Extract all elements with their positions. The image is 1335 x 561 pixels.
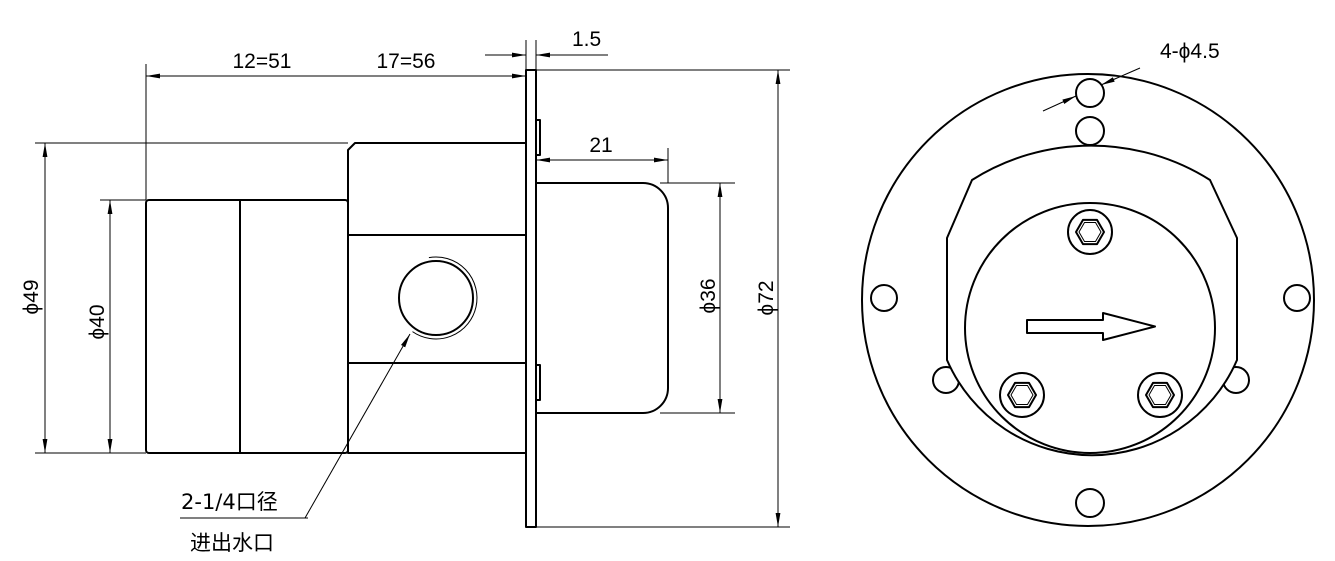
mount-hole-leader-upper bbox=[1100, 67, 1141, 86]
front-length-label: 21 bbox=[589, 134, 612, 157]
port-size-label: 2-1/4口径 bbox=[181, 490, 278, 514]
mount-holes-label: 4-ϕ4.5 bbox=[1160, 40, 1220, 63]
length-a-label: 12=51 bbox=[233, 50, 292, 73]
flange-boss-lower bbox=[535, 364, 541, 401]
dia-rear-label: ϕ40 bbox=[86, 304, 109, 339]
port-circle bbox=[398, 260, 474, 336]
mount-hole-right bbox=[1283, 284, 1311, 312]
front-body bbox=[536, 182, 669, 414]
front-view: 4-ϕ4.5 bbox=[861, 40, 1315, 527]
flange-outline bbox=[861, 73, 1315, 527]
rear-body bbox=[145, 199, 349, 454]
port-name-label: 进出水口 bbox=[190, 531, 274, 555]
pump-body bbox=[347, 142, 527, 454]
dia-flange-label: ϕ72 bbox=[755, 280, 778, 315]
port-leader-line bbox=[304, 333, 411, 519]
flange-plate bbox=[525, 69, 537, 528]
hex-bolt-top bbox=[1067, 209, 1113, 255]
hex-bolt-lower-right bbox=[1137, 372, 1183, 418]
flow-direction-arrow-icon bbox=[1026, 312, 1156, 341]
hex-bolt-lower-left bbox=[999, 372, 1045, 418]
flange-boss-upper bbox=[535, 119, 541, 156]
mount-hole-top bbox=[1075, 78, 1105, 108]
dia-body-label: ϕ49 bbox=[20, 279, 43, 314]
hole-top-inner bbox=[1075, 116, 1105, 146]
mount-hole-leader-lower bbox=[1042, 95, 1077, 112]
length-b-label: 17=56 bbox=[377, 50, 436, 73]
pump-cover-circle bbox=[964, 202, 1216, 454]
mount-hole-left bbox=[870, 284, 898, 312]
side-view: 12=51 17=56 1.5 21 ϕ49 ϕ40 ϕ36 ϕ72 2-1/4… bbox=[20, 28, 790, 555]
dia-front-label: ϕ36 bbox=[697, 278, 720, 313]
flange-thickness-label: 1.5 bbox=[572, 28, 601, 51]
mount-hole-bottom bbox=[1075, 488, 1105, 518]
pump-housing-outline bbox=[946, 144, 1238, 457]
port-thread-arc bbox=[412, 256, 478, 340]
